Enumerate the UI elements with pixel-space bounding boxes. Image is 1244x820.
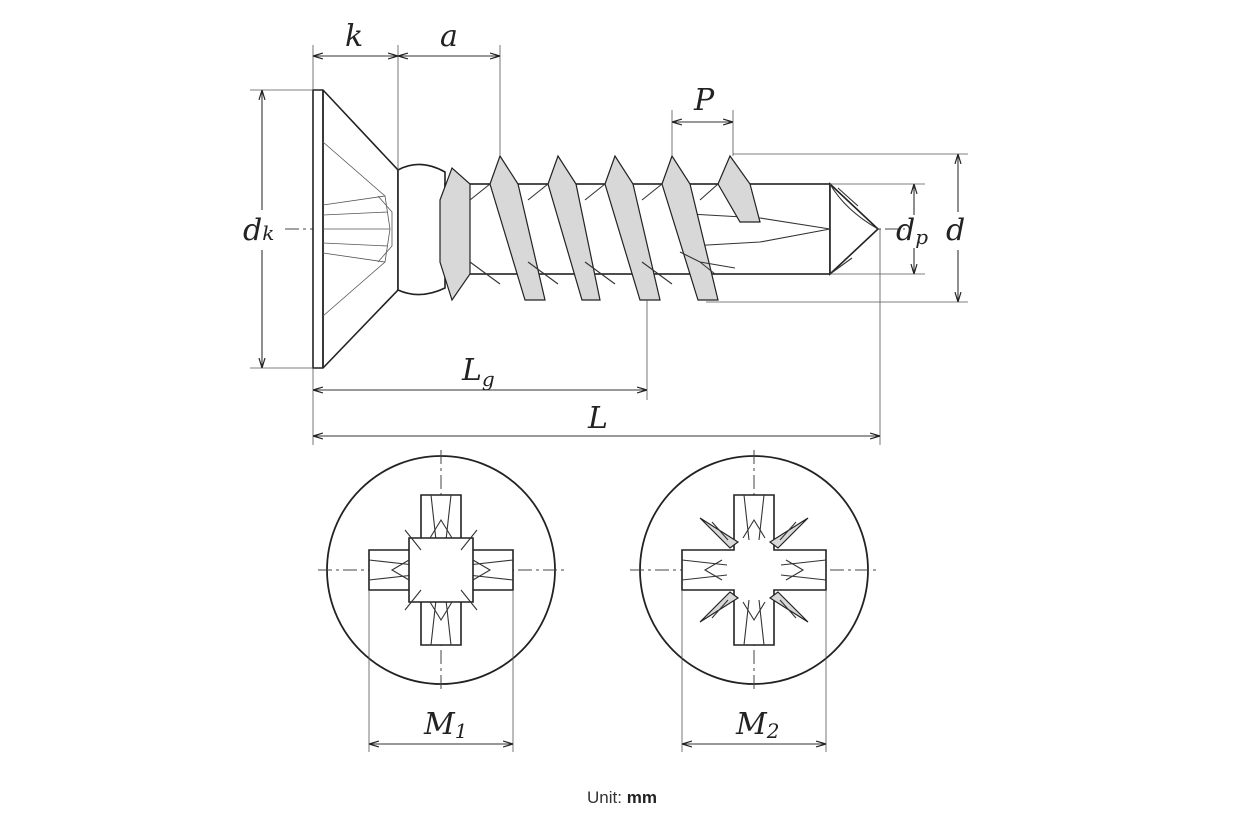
label-k: k: [345, 19, 363, 54]
screw-neck: [397, 163, 446, 296]
flute: [689, 213, 831, 247]
label-Lg: Lg: [461, 353, 495, 391]
drill-tip: [829, 182, 880, 276]
label-dk-sub: k: [262, 221, 274, 245]
unit-caption-value: mm: [626, 788, 657, 807]
label-P: P: [693, 83, 715, 118]
label-Lg-sub: g: [482, 367, 495, 391]
label-M2: M2: [735, 707, 779, 743]
unit-caption-prefix: Unit:: [587, 788, 627, 807]
label-d: d: [946, 213, 965, 248]
screw-head: [312, 89, 399, 369]
label-M1-sub: 1: [455, 719, 468, 743]
label-M1: M1: [423, 707, 467, 743]
label-dp-sub: p: [915, 225, 928, 249]
head-view-m2: M2: [630, 450, 878, 752]
label-dp-main: d: [896, 213, 915, 248]
label-dp: dp: [896, 213, 928, 249]
screw-side-view: k a P dk dp d Lg L: [243, 19, 968, 445]
label-dk-main: d: [243, 213, 262, 248]
label-M1-main: M: [423, 707, 456, 742]
recess-m2: [681, 494, 827, 646]
unit-caption: Unit: mm: [0, 788, 1244, 808]
label-M2-main: M: [735, 707, 768, 742]
label-M2-sub: 2: [766, 719, 780, 743]
label-dk: dk: [243, 213, 274, 248]
label-Lg-main: L: [461, 353, 482, 388]
label-L: L: [587, 401, 608, 436]
head-view-m1: M1: [318, 450, 564, 752]
screw-threads: [439, 154, 761, 302]
label-a: a: [440, 19, 458, 54]
